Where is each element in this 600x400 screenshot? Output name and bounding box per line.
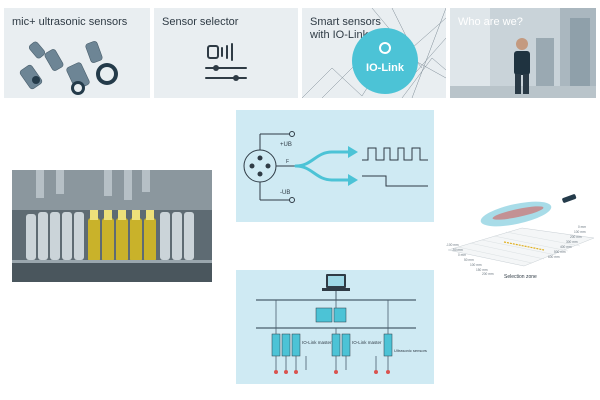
tile-label: Who are we? <box>458 16 523 28</box>
tile-iolink[interactable]: Smart sensors with IO-Link IO-Link <box>302 8 446 98</box>
ultrasonic-note: Ultrasonic sensors <box>394 348 427 353</box>
signal-label: F <box>286 159 289 165</box>
pin-top-label: +UB <box>280 142 292 148</box>
detection-zone-graphic: Selection zone -100 mm -50 mm 0 mm 50 mm… <box>444 180 596 280</box>
master-left-label: IO-Link master <box>302 340 332 345</box>
master-right-label: IO-Link master <box>352 340 382 345</box>
tick-right: 500 mm <box>554 250 566 254</box>
tick-left: -50 mm <box>452 248 463 252</box>
tick-right: 400 mm <box>560 245 572 249</box>
tile-sensor-selector[interactable]: Sensor selector <box>154 8 298 98</box>
office-photo <box>450 8 596 98</box>
pin-bottom-label: -UB <box>280 190 290 196</box>
iolink-badge-text: IO-Link <box>366 62 404 74</box>
sensors-illustration <box>19 41 118 95</box>
tick-left: 50 mm <box>464 258 474 262</box>
tick-left: 0 mm <box>458 253 466 257</box>
chart-xlabel: Selection zone <box>504 274 537 280</box>
tile-label: Sensor selector <box>162 16 239 28</box>
iolink-badge: IO-Link <box>352 28 418 94</box>
tick-right: 0 mm <box>578 225 586 229</box>
bottling-line-photo <box>12 170 212 282</box>
sensor-icon <box>562 194 577 203</box>
tick-left: 150 mm <box>476 268 488 272</box>
tile-label: mic+ ultrasonic sensors <box>12 16 128 28</box>
sensor-selector-icon <box>205 43 247 81</box>
tick-right: 200 mm <box>570 235 582 239</box>
bottles-illustration <box>12 170 212 282</box>
tile-ultrasonic-sensors[interactable]: mic+ ultrasonic sensors <box>4 8 150 98</box>
tick-right: 600 mm <box>548 255 560 259</box>
tick-left: 200 mm <box>482 272 494 276</box>
tick-right: 100 mm <box>574 230 586 234</box>
iolink-logo-icon <box>379 42 391 54</box>
tick-left: 100 mm <box>470 263 482 267</box>
sensor-wiring-diagram: +UB -UB F <box>236 110 434 222</box>
iolink-network-diagram: IO-Link master IO-Link master Ultrasonic… <box>236 270 434 384</box>
tile-label: Smart sensors with IO-Link <box>310 16 381 41</box>
tick-right: 300 mm <box>566 240 578 244</box>
network-diagram-svg: IO-Link master IO-Link master Ultrasonic… <box>256 274 427 374</box>
tick-left: -100 mm <box>446 243 459 247</box>
tile-who-are-we[interactable]: Who are we? <box>450 8 596 98</box>
wiring-diagram-svg: +UB -UB F <box>243 131 428 203</box>
beam-zone-svg: Selection zone -100 mm -50 mm 0 mm 50 mm… <box>446 194 595 280</box>
